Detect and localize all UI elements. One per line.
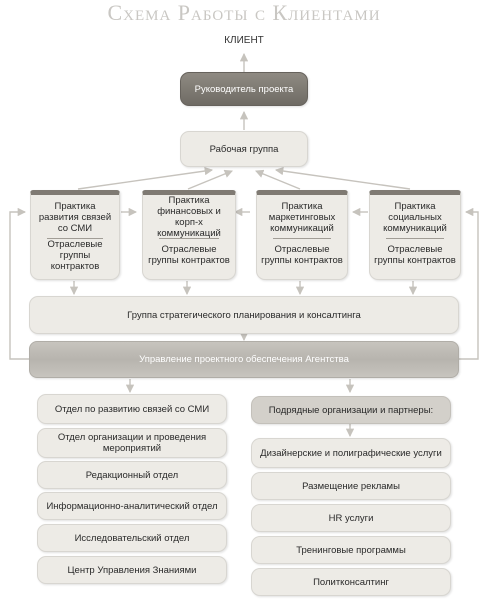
contractor-design-printing: Дизайнерские и полиграфические услуги (251, 438, 451, 468)
contractor-training: Тренинговые программы (251, 536, 451, 564)
practice-card-social: Практика социальных коммуникаций Отрасле… (369, 190, 461, 280)
practice-divider (273, 238, 331, 239)
practice-card-marketing: Практика маркетинговых коммуникаций Отра… (256, 190, 348, 280)
practice-card-financial: Практика финансовых и корп-х коммуникаци… (142, 190, 236, 280)
contractors-heading: Подрядные организации и партнеры: (251, 396, 451, 424)
practice-groups: Отраслевые группы контрактов (261, 244, 343, 266)
diagram-title: Схема Работы с Клиентами (107, 0, 381, 25)
practice-title: Практика социальных коммуникаций (383, 200, 447, 234)
practice-title: Практика маркетинговых коммуникаций (268, 200, 336, 234)
client-label: КЛИЕНТ (224, 35, 264, 46)
department-editorial: Редакционный отдел (37, 461, 227, 489)
department-events: Отдел организации и проведения мероприят… (37, 428, 227, 458)
department-knowledge-center: Центр Управления Знаниями (37, 556, 227, 584)
contractor-political-consulting: Политконсалтинг (251, 568, 451, 596)
contractor-advertising: Размещение рекламы (251, 472, 451, 500)
practice-card-media: Практика развития связей со СМИ Отраслев… (30, 190, 120, 280)
practice-title: Практика финансовых и корп-х коммуникаци… (157, 195, 221, 239)
work-group-box: Рабочая группа (180, 131, 308, 167)
contractor-hr: HR услуги (251, 504, 451, 532)
practice-divider (386, 238, 444, 239)
practice-groups: Отраслевые группы контрактов (148, 244, 230, 266)
practice-groups: Отраслевые группы контрактов (47, 238, 103, 272)
agency-support-band: Управление проектного обеспечения Агентс… (29, 341, 459, 378)
strategy-group-box: Группа стратегического планирования и ко… (29, 296, 459, 334)
department-research: Исследовательский отдел (37, 524, 227, 552)
practice-divider (159, 238, 219, 239)
practice-groups: Отраслевые группы контрактов (374, 244, 456, 266)
department-media: Отдел по развитию связей со СМИ (37, 394, 227, 424)
practice-title: Практика развития связей со СМИ (38, 200, 112, 234)
department-analytics: Информационно-аналитический отдел (37, 492, 227, 520)
practice-divider (47, 238, 103, 239)
project-lead-box: Руководитель проекта (180, 72, 308, 106)
